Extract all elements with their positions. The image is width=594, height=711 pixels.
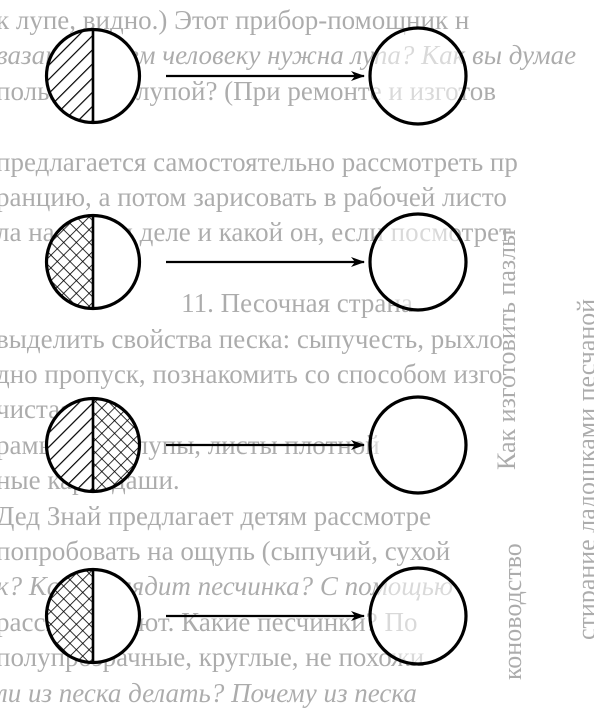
left-half-hatch (47, 399, 94, 492)
left-half-crosshatch (47, 570, 94, 663)
target-circle-empty (370, 568, 466, 664)
left-half-hatch (47, 30, 94, 123)
left-half-crosshatch (47, 216, 94, 309)
target-circle-empty (370, 214, 466, 310)
diagram-row-2 (47, 214, 467, 310)
diagram-row-1 (47, 28, 467, 124)
target-circle-empty (370, 28, 466, 124)
diagram-row-4 (47, 568, 467, 664)
diagram-row-3 (47, 397, 467, 493)
target-circle-empty (370, 397, 466, 493)
right-half-crosshatch (93, 399, 140, 492)
